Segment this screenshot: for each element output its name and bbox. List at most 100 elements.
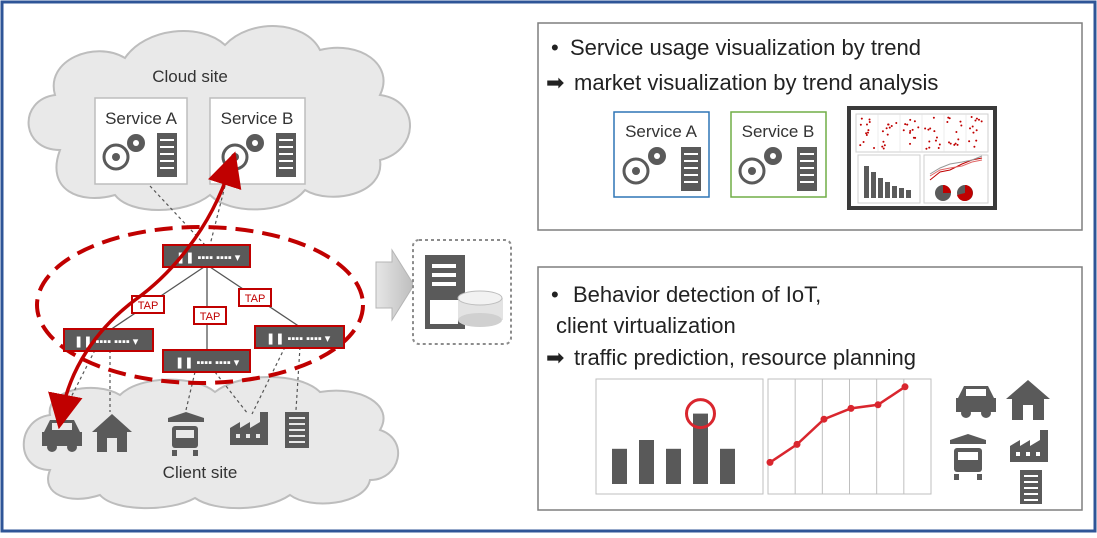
scatter-dot (968, 140, 971, 143)
scatter-dot (865, 133, 868, 136)
scatter-dot (975, 129, 978, 132)
panel-bottom-line3: traffic prediction, resource planning (574, 345, 916, 370)
scatter-dot (972, 131, 975, 134)
scatter-dot (866, 131, 869, 134)
scatter-dot (973, 145, 976, 148)
scatter-dot (882, 147, 885, 150)
scatter-dot (956, 143, 959, 146)
scatter-matrix (859, 114, 983, 152)
link-dashed (251, 346, 286, 415)
scatter-dot (888, 126, 891, 129)
cloud-service-b-label: Service B (221, 109, 294, 128)
line-point (847, 404, 855, 412)
scatter-dot (932, 116, 935, 119)
cloud-service-a: Service A (94, 97, 188, 185)
bar-chart (612, 398, 735, 484)
scatter-dot (953, 143, 956, 146)
scatter-dot (975, 139, 978, 142)
switch-left: ❚❚ ▪▪▪▪ ▪▪▪▪ ▾ (63, 328, 154, 352)
tap-badge: TAP (193, 306, 227, 325)
scatter-dot (873, 147, 876, 150)
panel-top-arrow: ➡ (546, 70, 564, 95)
scatter-dot (913, 120, 916, 123)
scatter-dot (865, 132, 868, 135)
line-point (874, 401, 882, 409)
scatter-dot (971, 125, 974, 128)
scatter-dot (902, 129, 905, 132)
bar (666, 448, 681, 484)
panel-trend-visualization: • Service usage visualization by trend ➡… (537, 22, 1083, 231)
scatter-dot (959, 120, 962, 123)
train-station-icon (950, 434, 986, 480)
scatter-dot (859, 123, 862, 126)
scatter-dot (868, 118, 871, 121)
server-icon (276, 133, 296, 177)
svg-text:❚❚ ▪▪▪▪ ▪▪▪▪ ▾: ❚❚ ▪▪▪▪ ▪▪▪▪ ▾ (175, 357, 240, 369)
scatter-dot (883, 144, 886, 147)
building-icon (1020, 470, 1042, 504)
bar (639, 440, 654, 484)
scatter-dot (949, 142, 952, 145)
database-icon (457, 290, 503, 327)
scatter-dot (912, 136, 915, 139)
scatter-dot (975, 117, 978, 120)
flow-arrow-icon (375, 248, 415, 322)
line-chart (766, 383, 909, 466)
gear-icon (738, 147, 782, 185)
scatter-dot (909, 142, 912, 145)
house-icon (1006, 380, 1050, 420)
series-line (769, 385, 906, 464)
scatter-dot (865, 123, 868, 126)
panel-behavior-detection: • Behavior detection of IoT, client virt… (537, 266, 1083, 511)
server-icon (797, 147, 817, 191)
thumb-pie-chart (935, 185, 973, 201)
svg-text:❚❚ ▪▪▪▪ ▪▪▪▪ ▾: ❚❚ ▪▪▪▪ ▪▪▪▪ ▾ (266, 333, 331, 345)
line-chart-grid (794, 379, 905, 494)
thumb-bar-chart (864, 166, 911, 198)
scatter-dot (909, 131, 912, 134)
scatter-dot (977, 118, 980, 121)
scatter-dot (887, 123, 890, 126)
scatter-dot (928, 146, 931, 149)
scatter-dot (974, 119, 977, 122)
scatter-dot (909, 130, 912, 133)
svg-text:❚❚ ▪▪▪▪ ▪▪▪▪ ▾: ❚❚ ▪▪▪▪ ▪▪▪▪ ▾ (74, 336, 139, 348)
building-icon (285, 412, 309, 448)
highlight-circle (685, 398, 716, 430)
scatter-dot (948, 141, 951, 144)
scatter-dot (955, 131, 958, 134)
scatter-dot (868, 121, 871, 124)
panel-bottom-line1: Behavior detection of IoT, (573, 282, 821, 307)
line-point (820, 415, 828, 423)
scatter-dot (862, 141, 865, 144)
switch-middle: ❚❚ ▪▪▪▪ ▪▪▪▪ ▾ (162, 349, 251, 373)
scatter-dot (934, 139, 937, 142)
scatter-dot (970, 116, 973, 119)
scatter-dot (946, 120, 949, 123)
scatter-dot (881, 145, 884, 148)
bar (693, 413, 708, 484)
panel-bottom-bullet: • (551, 282, 559, 307)
scatter-dot (933, 130, 936, 133)
bar (720, 448, 735, 484)
link-dashed (295, 346, 301, 411)
cloud-site-label: Cloud site (152, 67, 228, 86)
scatter-dot (947, 116, 950, 119)
trend-service-a-label: Service A (625, 122, 697, 141)
scatter-dot (904, 123, 907, 126)
scatter-dot (911, 128, 914, 131)
scatter-dot (895, 122, 898, 125)
scatter-dot (909, 118, 912, 121)
switch-right: ❚❚ ▪▪▪▪ ▪▪▪▪ ▾ (254, 325, 345, 349)
cloud-service-b: Service B (209, 97, 306, 185)
line-point (901, 383, 909, 391)
scatter-dot (881, 130, 884, 133)
factory-icon (230, 412, 268, 445)
panel-top-line2: market visualization by trend analysis (574, 70, 938, 95)
cloud-service-a-label: Service A (105, 109, 177, 128)
svg-text:TAP: TAP (245, 293, 266, 305)
scatter-dot (906, 123, 909, 126)
scatter-dot (859, 144, 862, 147)
scatter-dot (928, 140, 931, 143)
